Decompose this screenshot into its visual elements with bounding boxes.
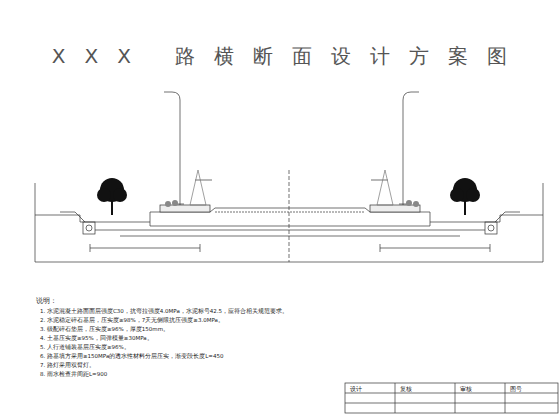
title-block-cell: 设计 bbox=[350, 386, 362, 393]
title-block-cell: 复核 bbox=[400, 386, 412, 393]
notes-heading: 说明： bbox=[36, 298, 57, 305]
design-note: 1. 水泥混凝土路面面层强度C30，抗弯拉强度4.0MPa，水泥标号42.5，应… bbox=[40, 308, 288, 314]
design-note: 6. 路基填方采用≥150MPa的透水性材料分层压实，渐变段长度L=450 bbox=[40, 353, 223, 359]
design-note: 5. 人行道铺装基层压实度≥96%。 bbox=[40, 344, 130, 350]
design-note: 3. 级配碎石垫层，压实度≥96%，厚度150mm。 bbox=[40, 326, 169, 332]
design-note: 7. 路灯采用双臂灯。 bbox=[40, 362, 95, 368]
design-note: 8. 雨水检查井间距L=900 bbox=[40, 371, 107, 377]
design-note: 2. 水泥稳定碎石基层，压实度≥98%，7天无侧限抗压强度≥3.0MPa。 bbox=[40, 317, 224, 323]
design-note: 4. 土基压实度≥95%，回弹模量≥30MPa。 bbox=[40, 335, 153, 341]
title-block-cell: 图号 bbox=[510, 386, 522, 393]
title-block-cell: 审核 bbox=[460, 386, 472, 393]
drawing-title: XXX 路横断面设计方案图 bbox=[52, 45, 526, 67]
